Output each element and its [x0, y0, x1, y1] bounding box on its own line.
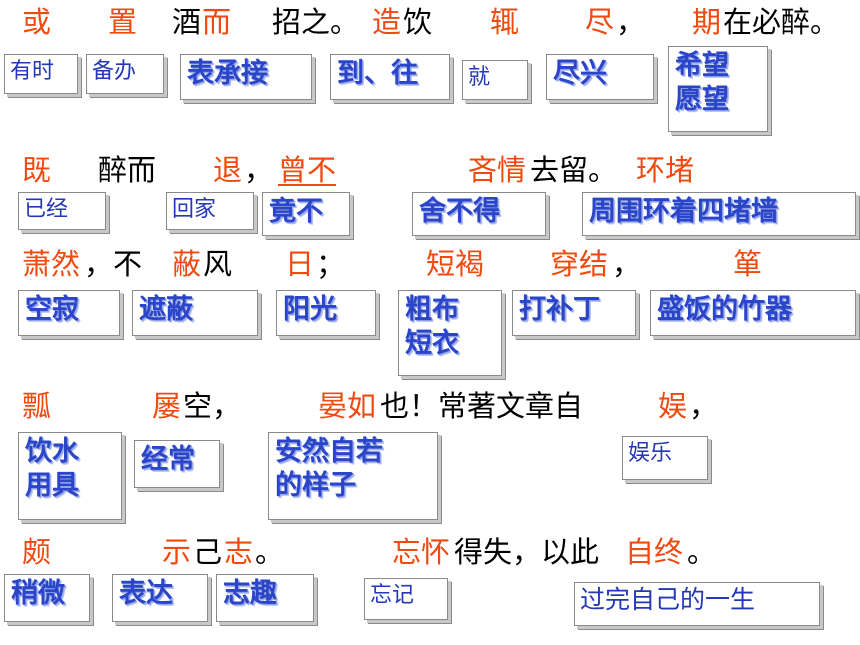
text-qi: 期	[692, 5, 722, 39]
text-linqing: 吝情	[468, 153, 527, 187]
text-yin: 饮	[403, 5, 433, 39]
text-wanghuai: 忘怀	[392, 535, 451, 569]
note-xiwang-yuanwang: 希望 愿望	[668, 46, 768, 132]
note-duanyi: 短衣	[405, 328, 459, 359]
text-cengbu: 曾不	[278, 153, 337, 187]
text-ji: 既	[22, 153, 52, 187]
text-changzhuwenzhang: 也！常著文章自	[380, 389, 584, 423]
note-jingchang: 经常	[134, 440, 220, 488]
text-er: 而	[202, 5, 232, 39]
note-daowang: 到、往	[330, 54, 450, 100]
text-huandu: 环堵	[636, 153, 695, 187]
note-shaowei: 稍微	[4, 574, 90, 622]
note-biaochengjie: 表承接	[180, 54, 312, 100]
text-huo: 或	[22, 5, 52, 39]
note-xiwang: 希望	[675, 50, 729, 81]
note-jingbu: 竟不	[262, 192, 350, 236]
note-zhouweihuanzhe: 周围环着四堵墙	[582, 192, 856, 236]
text-deshi: 得失，以此	[454, 535, 600, 569]
text-jiji: 己	[193, 535, 223, 569]
text-zhiq: 志	[224, 535, 254, 569]
text-chuanjie: 穿结	[550, 247, 609, 281]
text-yu: 娱	[658, 389, 688, 423]
text-jin: 尽	[585, 5, 615, 39]
note-anranziruo-line1: 安然自若	[275, 436, 383, 467]
text-bu: ，不	[84, 247, 143, 281]
note-shebude: 舍不得	[412, 192, 546, 236]
note-yijing: 已经	[18, 192, 106, 230]
note-beiban: 备办	[86, 54, 164, 94]
note-dabuding: 打补丁	[512, 290, 636, 336]
text-tui: 退	[213, 153, 243, 187]
text-comma-4: ，	[689, 389, 719, 423]
text-duanhe: 短褐	[426, 247, 485, 281]
text-po: 颇	[22, 535, 52, 569]
note-anranziruo: 安然自若 的样子	[268, 432, 438, 520]
note-yinshui-yongju: 饮水 用具	[18, 432, 122, 520]
note-youshi: 有时	[4, 54, 78, 94]
note-cubu-duanyi: 粗布 短衣	[398, 290, 502, 376]
note-anranziruo-line2: 的样子	[275, 470, 356, 501]
note-cubu: 粗布	[405, 294, 459, 325]
note-yuanwang: 愿望	[675, 84, 729, 115]
text-dan: 箪	[733, 247, 763, 281]
note-yinshui: 饮水	[25, 436, 79, 467]
note-wangji: 忘记	[364, 578, 448, 620]
note-yangguang: 阳光	[276, 290, 376, 336]
text-zao: 造	[372, 5, 402, 39]
note-yongju: 用具	[25, 470, 79, 501]
text-feng: 风	[203, 247, 233, 281]
text-jiu: 酒	[172, 5, 202, 39]
note-zhiqu: 志趣	[216, 574, 314, 622]
note-zhebi: 遮蔽	[132, 290, 258, 336]
text-piao: 瓢	[22, 389, 52, 423]
text-kong: 空，	[183, 389, 242, 423]
text-comma-2: ，	[244, 153, 274, 187]
text-shi: 示	[162, 535, 192, 569]
text-zizhong: 自终	[625, 535, 684, 569]
text-bi: 蔽	[172, 247, 202, 281]
text-semicolon: ；	[316, 247, 346, 281]
note-kongji: 空寂	[18, 290, 120, 336]
text-comma-1: ，	[616, 5, 646, 39]
note-jiu: 就	[462, 60, 528, 100]
note-yule: 娱乐	[622, 436, 708, 480]
text-zhe: 辄	[490, 5, 520, 39]
text-lu: 屡	[152, 389, 182, 423]
text-zaibizui: 在必醉。	[723, 5, 840, 39]
note-biaoda: 表达	[112, 574, 208, 622]
text-period-6: 。	[687, 535, 717, 569]
note-shengfandezhuqi: 盛饭的竹器	[650, 290, 856, 336]
text-quliu: 去留。	[530, 153, 618, 187]
text-xiaoran: 萧然	[22, 247, 81, 281]
note-huijia: 回家	[166, 192, 254, 230]
text-ri: 日	[285, 247, 315, 281]
text-zuier: 醉而	[98, 153, 157, 187]
note-jinxing: 尽兴	[546, 54, 654, 100]
text-comma-3: ，	[612, 247, 642, 281]
text-zhaozhi: 招之。	[272, 5, 360, 39]
text-yanru: 晏如	[318, 389, 377, 423]
note-guowanyisheng: 过完自己的一生	[574, 582, 820, 626]
text-zhi: 置	[108, 5, 138, 39]
text-period-5: 。	[255, 535, 285, 569]
